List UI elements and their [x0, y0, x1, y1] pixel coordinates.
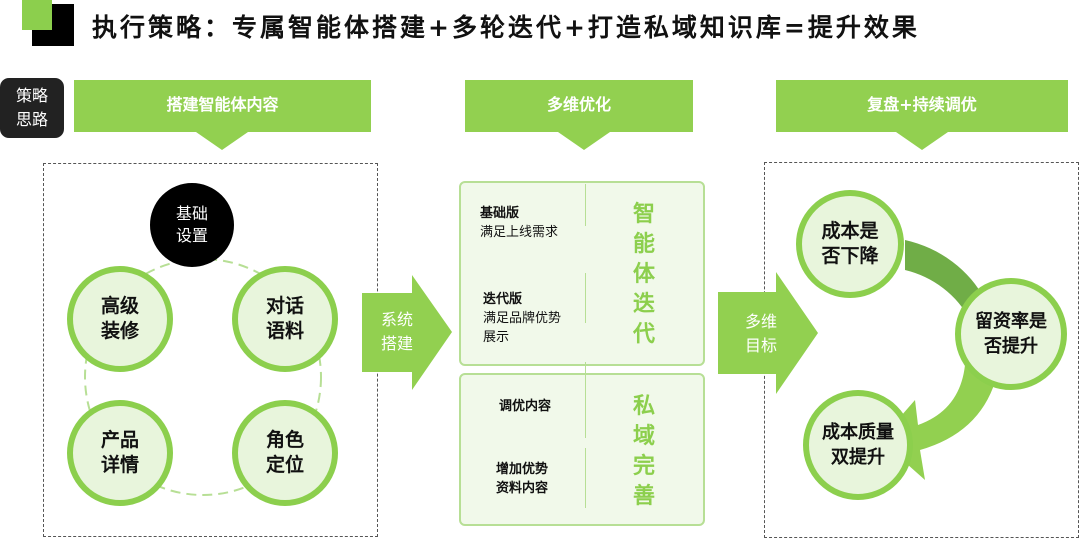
- header-build: 搭建智能体内容: [74, 80, 371, 132]
- add-advantage-materials: 增加优势资料内容: [496, 462, 549, 496]
- node-dialog-corpus: 对话语料: [232, 266, 338, 372]
- node-cost-reduce: 成本是否下降: [796, 190, 904, 298]
- agent-iteration-panel: [459, 181, 705, 366]
- tag-line1: 策略: [15, 86, 48, 105]
- node-product-details: 产品详情: [67, 400, 173, 506]
- down-arrow-icon: [196, 132, 248, 150]
- tag-line2: 思路: [15, 110, 48, 129]
- divider: [585, 273, 586, 323]
- node-basic-settings: 基础设置: [150, 183, 234, 267]
- arrow-label-system-build: 系统搭建: [380, 310, 413, 353]
- node-role-positioning: 角色定位: [232, 400, 338, 506]
- vertical-label-agent-iteration: 智能体迭代: [632, 202, 655, 347]
- node-retention-rate: 留资率是否提升: [955, 278, 1067, 390]
- node-advanced-decoration: 高级装修: [67, 266, 173, 372]
- system-build-arrow-icon: [362, 275, 452, 390]
- divider: [585, 362, 586, 438]
- divider: [585, 184, 586, 226]
- down-arrow-icon: [558, 132, 610, 150]
- header-optimize: 多维优化: [465, 80, 693, 132]
- basic-version: 基础版满足上线需求: [480, 206, 559, 240]
- private-domain-panel: [459, 373, 705, 526]
- iteration-version: 迭代版满足品牌优势展示: [483, 292, 562, 345]
- logo-green-square: [22, 0, 52, 30]
- header-review: 复盘+持续调优: [776, 80, 1068, 132]
- page-title: 执行策略：专属智能体搭建+多轮迭代+打造私域知识库=提升效果: [92, 13, 920, 42]
- tune-content: 调优内容: [499, 399, 552, 414]
- strategy-tag: 策略思路: [0, 78, 64, 138]
- node-cost-quality: 成本质量双提升: [803, 390, 913, 500]
- multi-goal-arrow-icon: [718, 272, 818, 394]
- down-arrow-icon: [896, 132, 948, 150]
- arrow-label-multi-goal: 多维目标: [744, 312, 777, 355]
- divider: [585, 448, 586, 508]
- vertical-label-private-domain: 私域完善: [632, 394, 655, 509]
